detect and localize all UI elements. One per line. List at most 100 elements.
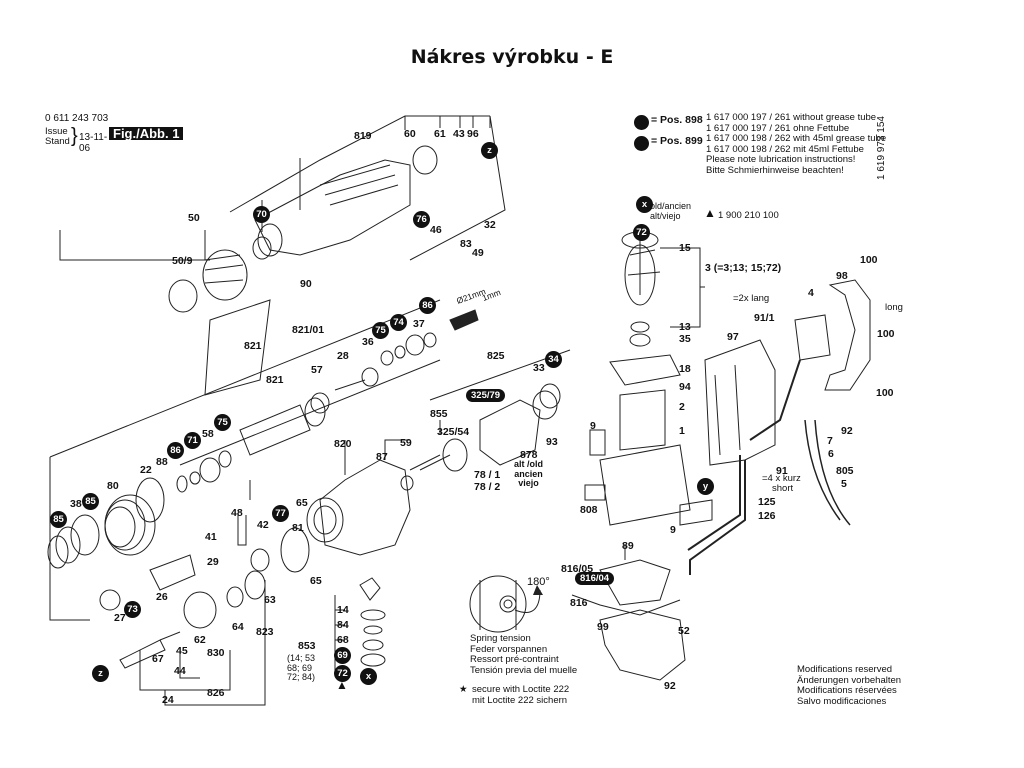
issue-label-en: Issue	[45, 126, 68, 137]
arrow-up-icon	[533, 585, 543, 595]
part-label: 14	[337, 604, 349, 616]
part-label: 100	[876, 387, 894, 399]
legend-lines: 1 617 000 197 / 261 without grease tube …	[706, 112, 886, 176]
triangle-icon: ▲	[704, 206, 716, 220]
long-2x-note: =2x lang	[733, 293, 770, 304]
part-label: 35	[679, 333, 691, 345]
part-label: 18	[679, 363, 691, 375]
part-label: 80	[107, 480, 119, 492]
part-label: 2	[679, 401, 685, 413]
figure-label: Fig./Abb. 1	[109, 127, 184, 140]
part-label: 64	[232, 621, 244, 633]
badge-73: 73	[124, 601, 141, 618]
part-label: 125	[758, 496, 776, 508]
part-label: 38	[70, 498, 82, 510]
badge-x: x	[636, 196, 653, 213]
part-label: 63	[264, 594, 276, 606]
part-label: 92	[664, 680, 676, 692]
document-header: 0 611 243 703 Issue Stand } 13-11-06 Fig…	[45, 113, 184, 154]
pos-898-dot-icon	[634, 115, 649, 130]
pos-899-label: = Pos. 899	[651, 135, 703, 147]
gear-housing-820-shape	[319, 459, 411, 556]
badge-816-04: 816/04	[575, 572, 615, 585]
part-label: 808	[580, 504, 598, 516]
part-label: 33	[533, 362, 545, 374]
badge-85: 85	[82, 493, 99, 510]
legend-line: Bitte Schmierhinweise beachten!	[706, 164, 844, 176]
armature-set-label: 3 (=3;13; 15;72)	[705, 262, 782, 274]
part-label: 68	[337, 634, 349, 646]
legend-line: 1 617 000 197 / 261 without grease tube	[706, 112, 877, 123]
badge-325-79: 325/79	[466, 389, 506, 402]
part-label: 59	[400, 437, 412, 449]
legend-line: Please note lubrication instructions!	[706, 154, 856, 165]
part-label: 9	[670, 524, 676, 536]
part-label: 820	[334, 438, 352, 450]
part-label: 81	[292, 522, 304, 534]
part-label: 67	[152, 653, 164, 665]
part-label: 50/9	[172, 255, 193, 267]
part-label: 48	[231, 507, 243, 519]
part-label: 65	[296, 497, 308, 509]
part-label: 821	[244, 340, 262, 352]
pos-898-label: = Pos. 898	[651, 114, 703, 126]
part-label: 825	[487, 350, 505, 362]
old-note-line: old/ancien	[650, 201, 692, 211]
short-note-line: short	[772, 482, 794, 494]
alt-878-line: viejo	[518, 478, 539, 488]
part-label: 44	[174, 665, 186, 677]
part-number: 0 611 243 703	[45, 113, 109, 124]
set-853-contents: (14; 53 68; 69 72; 84)	[287, 653, 316, 683]
part-label: 88	[156, 456, 168, 468]
badge-70: 70	[253, 206, 270, 223]
switch-shape	[794, 314, 831, 361]
alt-878-line: alt /old	[514, 459, 543, 469]
motor-housing-shape	[599, 444, 691, 526]
part-label: 15	[679, 242, 691, 254]
badge-z: z	[92, 665, 109, 682]
issue-label-de: Stand	[45, 136, 70, 147]
part-label: 90	[300, 278, 312, 290]
detail-821-frame	[204, 299, 271, 396]
part-label: 7	[827, 435, 833, 447]
part-label: 96	[467, 128, 479, 140]
loctite-note-line: mit Loctite 222 sichern	[472, 694, 568, 706]
part-label: 26	[156, 591, 168, 603]
old-part-number: 1 900 210 100	[718, 210, 779, 221]
part-label: 65	[310, 575, 322, 587]
badge-77: 77	[272, 505, 289, 522]
part-label: 821/01	[292, 324, 325, 336]
part-label: 5	[841, 478, 847, 490]
star-icon: ★	[459, 684, 468, 695]
long-note: long	[885, 302, 903, 313]
spring-note-line: Spring tension	[470, 633, 531, 644]
spring-tension-note: Spring tension Feder vorspannen Ressort …	[470, 633, 577, 676]
leader-line	[229, 115, 490, 213]
gear-housing-shape	[254, 159, 411, 256]
part-label: 89	[622, 540, 634, 552]
triangle-icon: ▲	[336, 678, 348, 692]
badge-34: 34	[545, 351, 562, 368]
part-label: 4	[808, 287, 814, 299]
part-label: 61	[434, 128, 446, 140]
part-label: 830	[207, 647, 225, 659]
part-label: 46	[430, 224, 442, 236]
set-853-line: 68; 69	[287, 662, 313, 673]
modifications-line: Modifications réservées	[797, 685, 897, 696]
part-label: 816	[570, 597, 588, 609]
part-label: 823	[256, 626, 274, 638]
part-label: 100	[877, 328, 895, 340]
badge-85: 85	[50, 511, 67, 528]
handle-cover-shape	[824, 279, 871, 391]
part-label: 853	[298, 640, 316, 652]
modifications-note: Modifications reserved Änderungen vorbeh…	[797, 664, 901, 707]
badge-75: 75	[372, 322, 389, 339]
set-853-line: 72; 84)	[287, 672, 316, 682]
part-label: 855	[430, 408, 448, 420]
part-label: 62	[194, 634, 206, 646]
badge-y: y	[697, 478, 714, 495]
set-853-line: (14; 53	[287, 653, 316, 663]
part-label: 52	[678, 625, 690, 637]
handle-housing-shape	[704, 339, 776, 466]
part-label: 98	[836, 270, 848, 282]
